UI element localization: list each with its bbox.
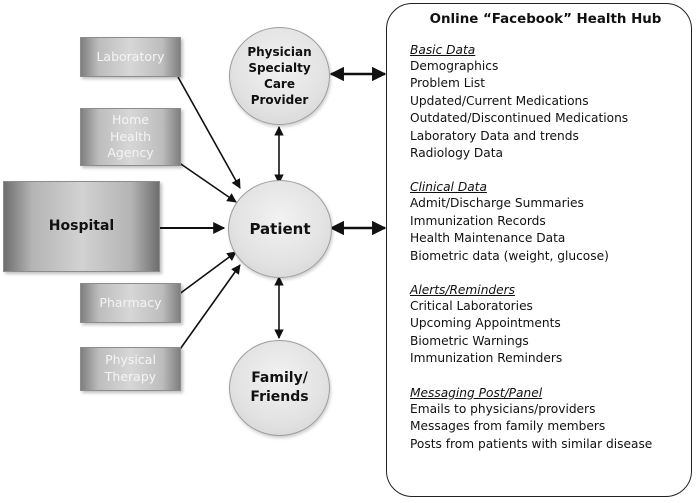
section-title: Clinical Data bbox=[410, 180, 487, 195]
hub-title: Online “Facebook” Health Hub bbox=[429, 12, 662, 27]
list-item: Problem List bbox=[410, 76, 486, 91]
laboratory-label: Laboratory bbox=[96, 48, 165, 64]
section-title: Messaging Post/Panel bbox=[410, 385, 543, 400]
health-hub-panel: Online “Facebook” Health Hub Basic Data … bbox=[386, 3, 692, 497]
section-title: Alerts/Reminders bbox=[410, 283, 516, 298]
patient-node: Patient bbox=[228, 180, 332, 278]
list-item: Laboratory Data and trends bbox=[410, 128, 579, 143]
basic-data-section: Basic Data Demographics Problem List Upd… bbox=[410, 43, 681, 162]
hospital-label: Hospital bbox=[48, 218, 115, 235]
list-item: Outdated/Discontinued Medications bbox=[410, 111, 629, 126]
hospital-node: Hospital bbox=[3, 181, 160, 272]
list-item: Admit/Discharge Summaries bbox=[410, 196, 584, 211]
list-item: Critical Laboratories bbox=[410, 299, 533, 314]
pharmacy-node: Pharmacy bbox=[80, 283, 181, 323]
section-title: Basic Data bbox=[410, 43, 476, 57]
family-friends-node: Family/ Friends bbox=[229, 340, 330, 436]
physical-therapy-label: Physical Therapy bbox=[104, 352, 157, 384]
list-item: Biometric Warnings bbox=[410, 333, 529, 348]
list-item: Posts from patients with similar disease bbox=[410, 436, 653, 451]
list-item: Biometric data (weight, glucose) bbox=[410, 248, 609, 263]
list-item: Health Maintenance Data bbox=[410, 231, 566, 246]
list-item: Immunization Records bbox=[410, 213, 546, 228]
arrow-laboratory-to-patient bbox=[177, 76, 241, 189]
pharmacy-label: Pharmacy bbox=[99, 294, 162, 310]
arrow-physical-therapy-to-patient bbox=[177, 264, 241, 353]
list-item: Immunization Reminders bbox=[410, 351, 563, 366]
patient-label: Patient bbox=[249, 220, 311, 238]
laboratory-node: Laboratory bbox=[80, 37, 181, 77]
family-friends-label: Family/ Friends bbox=[250, 370, 309, 405]
home-health-agency-label: Home Health Agency bbox=[107, 111, 154, 161]
list-item: Upcoming Appointments bbox=[410, 316, 561, 331]
home-health-agency-node: Home Health Agency bbox=[80, 108, 181, 166]
physician-node: Physician Specialty Care Provider bbox=[229, 27, 330, 125]
physical-therapy-node: Physical Therapy bbox=[80, 347, 181, 391]
messaging-section: Messaging Post/Panel Emails to physician… bbox=[410, 386, 681, 453]
clinical-data-section: Clinical Data Admit/Discharge Summaries … bbox=[410, 180, 681, 265]
arrow-pharmacy-to-patient bbox=[177, 251, 237, 296]
list-item: Messages from family members bbox=[410, 419, 606, 434]
list-item: Emails to physicians/providers bbox=[410, 401, 596, 416]
alerts-reminders-section: Alerts/Reminders Critical Laboratories U… bbox=[410, 283, 681, 368]
arrow-home-health-to-patient bbox=[177, 161, 237, 203]
physician-label: Physician Specialty Care Provider bbox=[247, 44, 312, 108]
list-item: Demographics bbox=[410, 59, 499, 73]
list-item: Updated/Current Medications bbox=[410, 93, 589, 108]
list-item: Radiology Data bbox=[410, 146, 504, 161]
